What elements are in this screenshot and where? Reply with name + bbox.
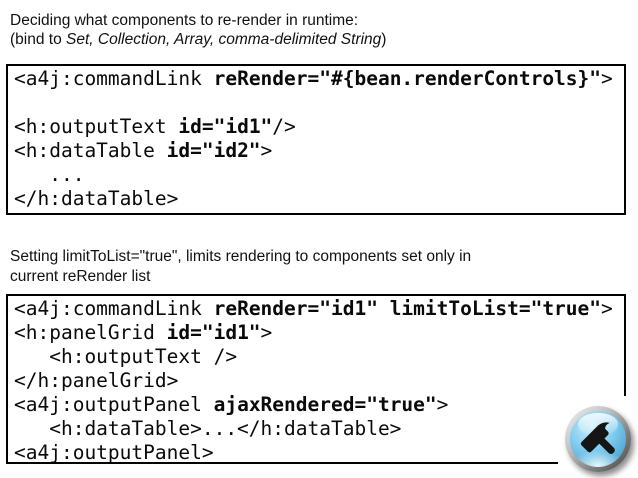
text-segment: reRender="#{bean.renderControls}" <box>213 67 602 90</box>
text-line: <a4j:outputPanel ajaxRendered="true"> <box>14 393 622 417</box>
hammer-glyph <box>580 422 615 454</box>
text-segment: ajaxRendered="true" <box>213 393 437 416</box>
text-line: <h:dataTable>...</h:dataTable> <box>14 417 622 441</box>
text-segment: > <box>260 139 273 162</box>
text-segment: reRender="id1" limitToList="true" <box>213 297 602 320</box>
text-line: <a4j:commandLink reRender="id1" limitToL… <box>14 297 622 321</box>
code-block-rerender-binding: <a4j:commandLink reRender="#{bean.render… <box>6 64 626 215</box>
text-segment: id="id2" <box>166 139 261 162</box>
code-block-limittolist-example: <a4j:commandLink reRender="id1" limitToL… <box>6 294 626 464</box>
slide-heading: Deciding what components to re-render in… <box>10 11 386 49</box>
text-segment: ... <box>14 163 85 186</box>
text-segment: > <box>601 67 613 90</box>
text-line: ... <box>14 163 622 187</box>
text-segment: <h:outputText <box>14 115 179 138</box>
text-segment: <h:panelGrid <box>14 321 167 344</box>
text-line: <a4j:outputPanel> <box>14 441 622 464</box>
text-segment: (bind to <box>10 31 67 48</box>
text-line: (bind to Set, Collection, Array, comma-d… <box>10 30 386 49</box>
text-segment: > <box>260 321 273 344</box>
text-segment: Set, Collection, Array, comma-delimited … <box>66 31 382 48</box>
hammer-icon-gloss <box>578 413 618 436</box>
text-line: <h:panelGrid id="id1"> <box>14 321 622 345</box>
text-segment: </h:dataTable> <box>14 187 179 210</box>
text-segment: ) <box>381 31 387 48</box>
text-segment: > <box>601 297 613 320</box>
text-segment: <h:outputText /> <box>14 345 238 368</box>
text-line: <h:outputText /> <box>14 345 622 369</box>
text-line: Setting limitToList="true", limits rende… <box>10 248 472 265</box>
text-line: </h:dataTable> <box>14 187 622 211</box>
text-line: </h:panelGrid> <box>14 369 622 393</box>
text-line: Deciding what components to re-render in… <box>10 11 386 30</box>
hammer-badge <box>558 396 638 478</box>
text-line: <h:outputText id="id1"/> <box>14 115 622 139</box>
text-segment: id="id1" <box>178 115 273 138</box>
text-segment: Deciding what components to re-render in… <box>10 12 359 29</box>
text-segment: id="id1" <box>166 321 261 344</box>
text-line: <a4j:commandLink reRender="#{bean.render… <box>14 67 622 91</box>
text-line: <h:dataTable id="id2"> <box>14 139 622 163</box>
text-segment: <a4j:commandLink <box>14 297 214 320</box>
note-limittolist: Setting limitToList="true", limits rende… <box>10 247 471 286</box>
text-segment: <h:dataTable <box>14 139 167 162</box>
text-segment: /> <box>272 115 296 138</box>
text-segment: <a4j:outputPanel <box>14 393 214 416</box>
hammer-icon-ring <box>565 406 631 472</box>
text-segment: > <box>436 393 449 416</box>
hammer-icon <box>570 411 626 467</box>
text-segment: <a4j:commandLink <box>14 67 214 90</box>
text-line <box>14 91 622 115</box>
text-segment: </h:panelGrid> <box>14 369 179 392</box>
text-line: current reRender list <box>10 267 151 285</box>
text-segment: <a4j:outputPanel> <box>14 441 214 464</box>
text-segment: <h:dataTable>...</h:dataTable> <box>14 417 402 440</box>
